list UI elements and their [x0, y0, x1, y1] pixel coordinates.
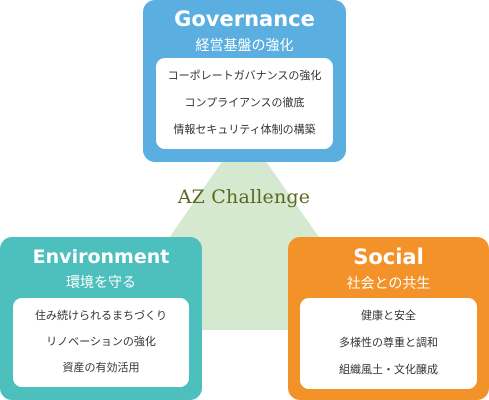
governance-items-box: コーポレートガバナンスの強化 コンプライアンスの徹底 情報セキュリティ体制の構築	[156, 58, 333, 149]
environment-card: Environment 環境を守る 住み続けられるまちづくり リノベーションの強…	[0, 237, 202, 400]
social-card: Social 社会との共生 健康と安全 多様性の尊重と調和 組織風土・文化醸成	[288, 237, 489, 400]
governance-card: Governance 経営基盤の強化 コーポレートガバナンスの強化 コンプライア…	[143, 0, 346, 162]
social-subtitle: 社会との共生	[346, 276, 431, 292]
environment-subtitle: 環境を守る	[66, 275, 136, 291]
social-item: 健康と安全	[361, 309, 416, 322]
social-item: 組織風土・文化醸成	[339, 363, 438, 376]
governance-title: Governance	[174, 7, 315, 31]
governance-item: コーポレートガバナンスの強化	[167, 69, 322, 82]
environment-items-box: 住み続けられるまちづくり リノベーションの強化 資産の有効活用	[13, 298, 189, 387]
governance-subtitle: 経営基盤の強化	[195, 38, 294, 54]
social-items-box: 健康と安全 多様性の尊重と調和 組織風土・文化醸成	[300, 298, 477, 389]
governance-item: コンプライアンスの徹底	[184, 96, 305, 109]
governance-item: 情報セキュリティ体制の構築	[173, 123, 316, 136]
social-item: 多様性の尊重と調和	[339, 336, 438, 349]
environment-item: 資産の有効活用	[62, 361, 140, 374]
environment-item: 住み続けられるまちづくり	[35, 309, 167, 322]
environment-title: Environment	[32, 246, 170, 268]
center-label: AZ Challenge	[177, 186, 311, 208]
social-title: Social	[353, 245, 424, 269]
environment-item: リノベーションの強化	[46, 335, 156, 348]
